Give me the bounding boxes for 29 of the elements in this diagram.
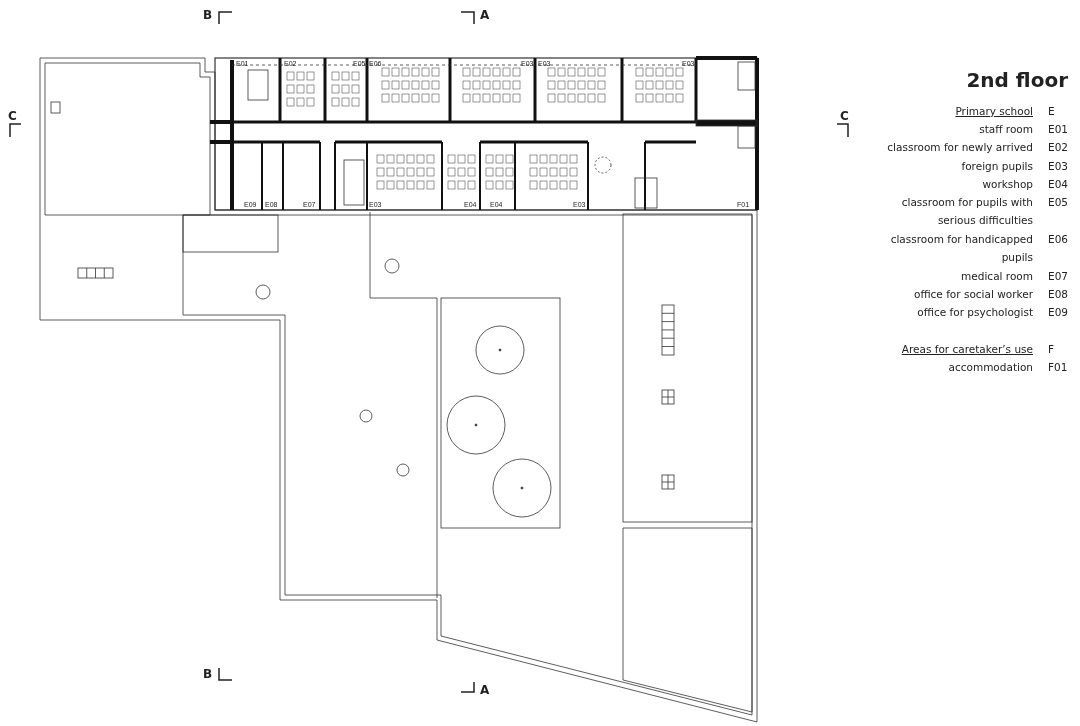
section-letter: C [8,110,17,122]
legend-room-name: office for social worker [913,287,1033,302]
legend-code: E02 [1048,140,1068,155]
section-letter: A [480,684,490,696]
legend-code: E04 [1048,177,1068,192]
legend-room-name: foreign pupils [960,159,1033,174]
legend-code: E08 [1048,287,1068,302]
section-letter: A [480,9,490,21]
legend-room-name: staff room [978,122,1033,137]
legend-heading: Areas for caretaker’s use [900,342,1033,357]
legend-heading: Primary school [954,104,1033,119]
legend-code: E06 [1048,232,1068,247]
legend-code: F [1048,342,1055,357]
legend-room-name: accommodation [947,360,1033,375]
legend-code: E [1048,104,1055,119]
legend-room-name: workshop [981,177,1033,192]
legend-room-name: classroom for newly arrived [886,140,1033,155]
legend-room-name: office for psychologist [916,305,1033,320]
legend-code: F01 [1048,360,1068,375]
legend-code: E03 [1048,159,1068,174]
floor-title: 2nd floor [966,68,1068,92]
section-letter: B [203,668,213,680]
legend-code: E01 [1048,122,1068,137]
legend-code: E09 [1048,305,1068,320]
legend-code: E05 [1048,195,1068,210]
section-letter: C [840,110,849,122]
legend-code: E07 [1048,269,1068,284]
legend-room-name: medical room [960,269,1033,284]
section-letter: B [203,9,213,21]
